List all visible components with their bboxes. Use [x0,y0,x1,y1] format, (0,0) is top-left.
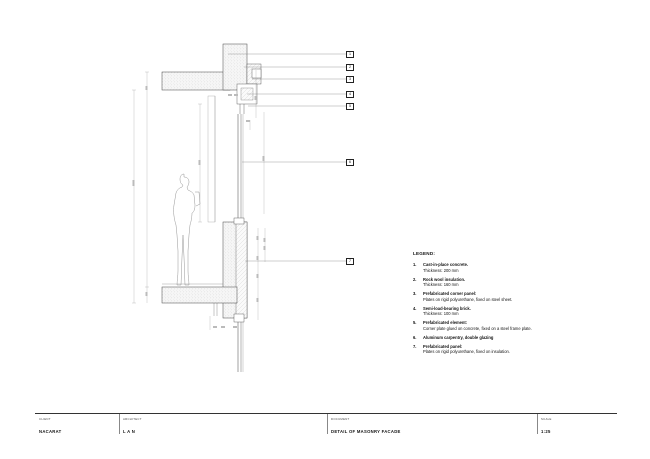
legend-item-detail: Thickness: 200 mm [423,267,459,273]
window-glazing [207,95,244,223]
callout-5: 5 [346,103,354,110]
client-label: CLIENT [39,417,51,421]
legend-item-number: 2. [413,276,417,282]
lower-facade-panel [222,217,248,323]
leader-lines [228,53,346,262]
callout-2: 2 [346,64,354,71]
legend-item-number: 6. [413,334,417,340]
legend-item: 6. Aluminum carpentry, double glazing [413,335,613,341]
title-block-divider [537,414,538,434]
lower-window-glazing [237,322,244,372]
callout-4: 4 [346,91,354,98]
callout-3: 3 [346,76,354,83]
legend-item-number: 3. [413,291,417,297]
legend: LEGEND: 1. Cast-in-place concrete.Thickn… [413,251,613,358]
legend-item: 3. Prefabricated corner panel:Plates on … [413,291,613,302]
legend-item: 4. Semi-load-bearing brick.Thickness: 10… [413,306,613,317]
client-value: NACARAT [39,429,62,434]
title-block: CLIENT NACARAT ARCHITECT L A N DOCUMENT … [35,413,617,434]
legend-item-title: Semi-load-bearing brick. [423,305,471,311]
title-block-divider [119,414,120,434]
document-cell: DOCUMENT DETAIL OF MASONRY FACADE [327,414,537,434]
document-label: DOCUMENT [331,417,350,421]
legend-item-number: 7. [413,343,417,349]
architect-cell: ARCHITECT L A N [119,414,327,434]
legend-item-title: Prefabricated corner panel: [423,291,477,297]
legend-item-detail: Plates on rigid polyurethane, fixed on i… [423,349,510,355]
scale-value: 1:25 [541,429,551,434]
callout-1: 1 [346,51,354,58]
legend-item-detail: Corner plate glued on concrete, fixed on… [423,325,532,331]
legend-item-title: Cast-in-place concrete. [423,262,469,267]
dimension-lines [132,70,266,330]
legend-item-number: 5. [413,320,417,326]
legend-item-number: 4. [413,305,417,311]
legend-item: 7. Prefabricated panel:Plates on rigid p… [413,344,613,355]
architect-label: ARCHITECT [123,417,142,421]
client-cell: CLIENT NACARAT [35,414,119,434]
legend-item-number: 1. [413,262,417,267]
legend-item: 5. Prefabricated element:Corner plate gl… [413,320,613,331]
legend-item-title: Aluminum carpentry, double glazing [423,334,494,340]
scale-cell: SCALE 1:25 [537,414,617,434]
lower-slab [161,283,238,316]
legend-item: 1. Cast-in-place concrete.Thickness: 200… [413,262,613,273]
legend-item-title: Rock wool insulation. [423,276,466,282]
callout-7: 7 [346,258,354,265]
legend-item-title: Prefabricated panel: [423,343,463,349]
legend-item-detail: Thickness: 100 mm [423,311,459,317]
callout-6: 6 [346,159,354,166]
architect-value: L A N [123,429,136,434]
legend-item: 2. Rock wool insulation.Thickness: 160 m… [413,277,613,288]
legend-title: LEGEND: [413,251,436,256]
document-value: DETAIL OF MASONRY FACADE [331,429,401,434]
legend-item-detail: Thickness: 160 mm [423,282,459,288]
title-block-divider [327,414,328,434]
upper-slab [161,43,248,91]
human-figure-silhouette [173,173,201,286]
dimension-ticks [132,86,266,328]
legend-item-title: Prefabricated element: [423,320,468,326]
legend-item-detail: Plates on rigid polyurethane, fixed on s… [423,296,513,302]
scale-label: SCALE [541,417,552,421]
